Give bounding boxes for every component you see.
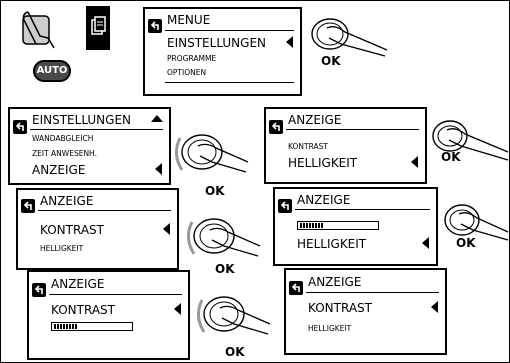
screen-anzeige-e: ANZEIGE HELLIGKEIT [273,187,438,266]
menu-item-helligkeit: HELLIGKEIT [308,324,352,333]
ok-knob-icon [444,204,509,241]
back-icon [278,199,292,213]
selection-arrow-icon [422,237,429,249]
menu-item-einstellungen: EINSTELLUNGEN [167,36,267,50]
menu-item-kontrast: KONTRAST [308,301,372,315]
back-icon [21,199,35,213]
selection-arrow-icon [411,156,418,168]
screen-anzeige-c: ANZEIGE KONTRAST HELLIGKEIT [264,107,427,184]
menu-item-kontrast: KONTRAST [51,303,115,317]
menu-item-anzeige: ANZEIGE [32,163,86,177]
hand-press-icon [22,11,55,49]
brightness-level-bar [297,221,379,230]
level-fill [54,324,77,329]
selection-arrow-icon [431,301,438,313]
title-divider [30,129,163,130]
back-icon [13,120,27,134]
rotate-knob-icon [187,218,261,257]
title-divider [295,209,430,210]
menu-item-optionen: OPTIONEN [167,68,207,77]
selection-arrow-icon [155,163,162,175]
menu-item-kontrast: KONTRAST [40,223,104,237]
title-divider [286,129,419,130]
screen-title: MENUE [167,13,211,27]
title-divider [38,210,171,211]
back-icon [32,283,46,297]
rotate-knob-icon [197,296,271,335]
ok-label: OK [456,236,476,250]
document-icon [86,6,110,50]
ok-label: OK [215,262,235,276]
screen-title: ANZEIGE [297,193,351,207]
level-fill [300,223,323,228]
screen-main-menu: MENUE EINSTELLUNGEN PROGRAMME OPTIONEN [143,7,302,96]
scroll-up-icon [151,115,163,122]
bottom-divider [165,82,294,83]
ok-label: OK [225,345,245,359]
screen-anzeige-a: ANZEIGE KONTRAST HELLIGKEIT [16,188,179,270]
screen-title: ANZEIGE [288,113,342,127]
menu-item-kontrast: KONTRAST [288,142,328,151]
menu-item-wandabgleich: WANDABGLEICH [32,134,94,143]
rotate-knob-icon [175,134,249,173]
screen-einstellungen: EINSTELLUNGEN WANDABGLEICH ZEIT ANWESENH… [8,107,171,185]
title-divider [165,30,294,31]
screen-title: ANZEIGE [308,275,362,289]
screen-title: EINSTELLUNGEN [32,113,132,127]
selection-arrow-icon [174,303,181,315]
menu-item-helligkeit: HELLIGKEIT [297,237,367,251]
selection-arrow-icon [286,36,293,48]
screen-anzeige-b: ANZEIGE KONTRAST [27,270,190,360]
title-divider [49,294,182,295]
ok-knob-icon [311,18,388,57]
menu-item-helligkeit: HELLIGKEIT [288,156,358,170]
ok-label: OK [321,54,341,68]
screen-title: ANZEIGE [51,277,105,291]
menu-item-helligkeit: HELLIGKEIT [40,244,84,253]
auto-button: AUTO [33,60,71,82]
menu-item-programme: PROGRAMME [167,54,217,63]
screen-title: ANZEIGE [40,194,94,208]
back-icon [269,120,283,134]
menu-item-zeit-anwesenh: ZEIT ANWESENH. [32,149,97,158]
back-icon [289,281,303,295]
screen-anzeige-f: ANZEIGE KONTRAST HELLIGKEIT [284,268,447,355]
ok-knob-icon [432,120,509,161]
ok-label: OK [441,150,461,164]
title-divider [306,292,439,293]
contrast-level-bar [51,322,133,331]
selection-arrow-icon [163,223,170,235]
back-icon [148,19,162,33]
ok-label: OK [205,184,225,198]
